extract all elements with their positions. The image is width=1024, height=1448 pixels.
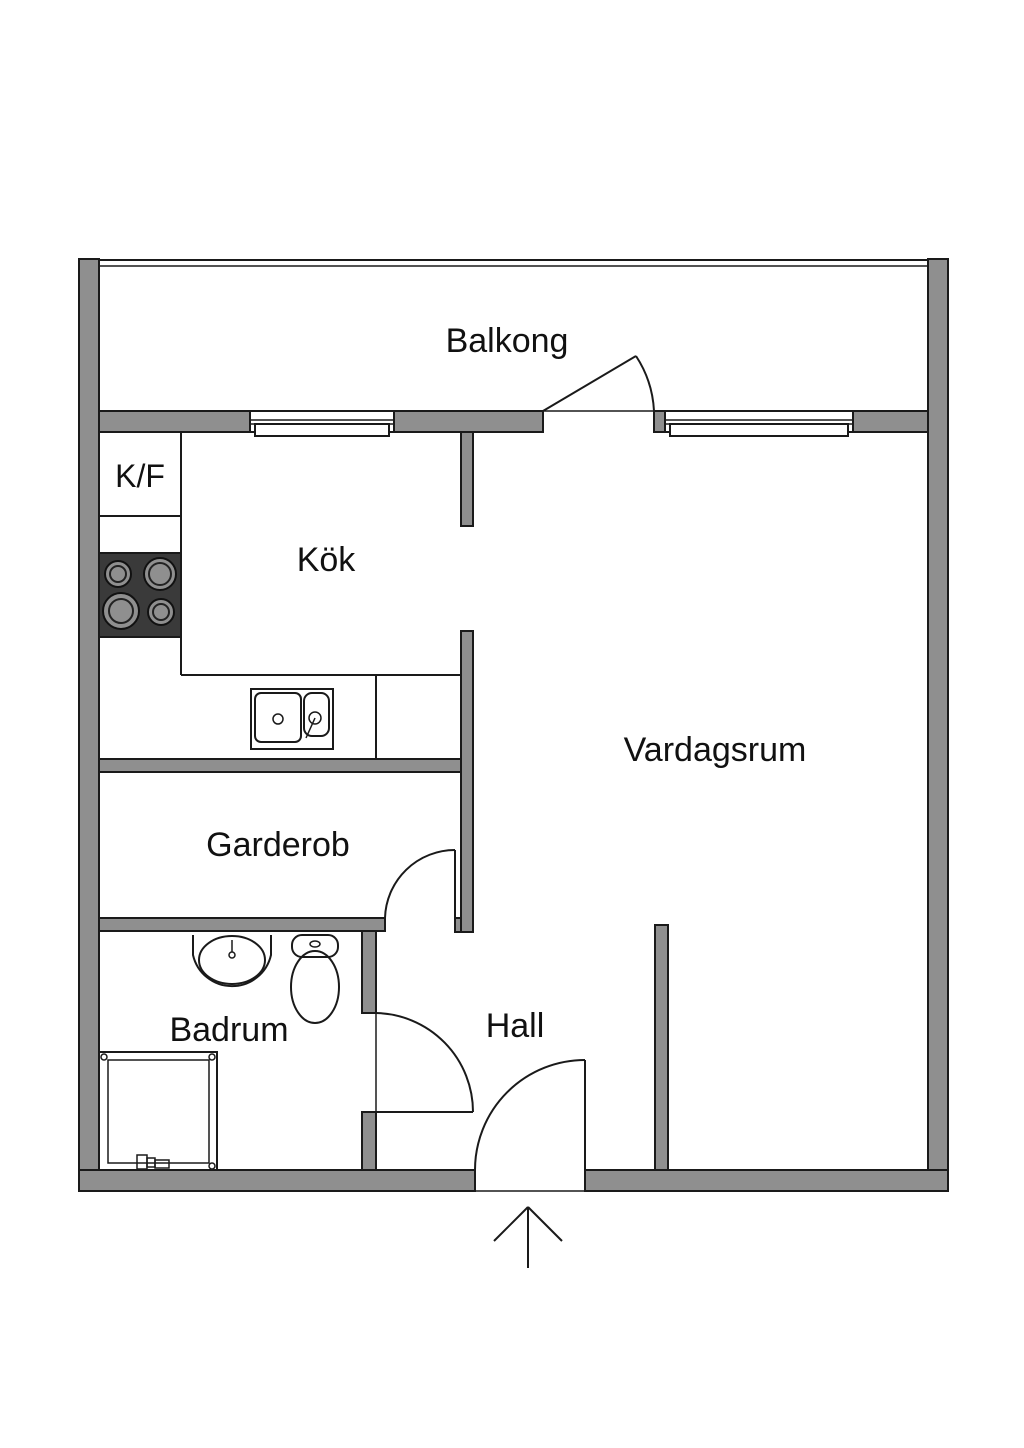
room-label-vardagsrum: Vardagsrum — [624, 731, 807, 769]
room-label-balkong: Balkong — [446, 322, 569, 360]
bathroom-door — [375, 1012, 474, 1113]
entrance-arrow-icon — [493, 1206, 563, 1268]
wall-bottom-right — [584, 1169, 949, 1192]
wall-left — [78, 258, 100, 1192]
double-sink-icon — [250, 688, 334, 750]
window-kitchen — [249, 410, 395, 437]
room-label-kf: K/F — [115, 458, 165, 494]
wall-right — [927, 258, 949, 1192]
shower-icon — [98, 1051, 218, 1171]
garderob-door — [384, 849, 456, 919]
stove-icon — [98, 552, 182, 638]
room-label-hall: Hall — [486, 1007, 545, 1045]
wall-bottom-left — [78, 1169, 476, 1192]
interior-walls — [98, 431, 669, 1171]
window-living-room — [664, 410, 854, 437]
room-label-kok: Kök — [297, 541, 357, 579]
outer-walls — [78, 258, 949, 1192]
balcony-wall — [98, 410, 929, 433]
entrance-door — [474, 1059, 586, 1192]
toilet-icon — [290, 934, 340, 1024]
room-label-badrum: Badrum — [169, 1011, 288, 1049]
balcony-door — [542, 355, 655, 412]
room-label-garderob: Garderob — [206, 826, 350, 864]
balcony-railing — [99, 259, 928, 267]
washbasin-icon — [192, 935, 272, 988]
